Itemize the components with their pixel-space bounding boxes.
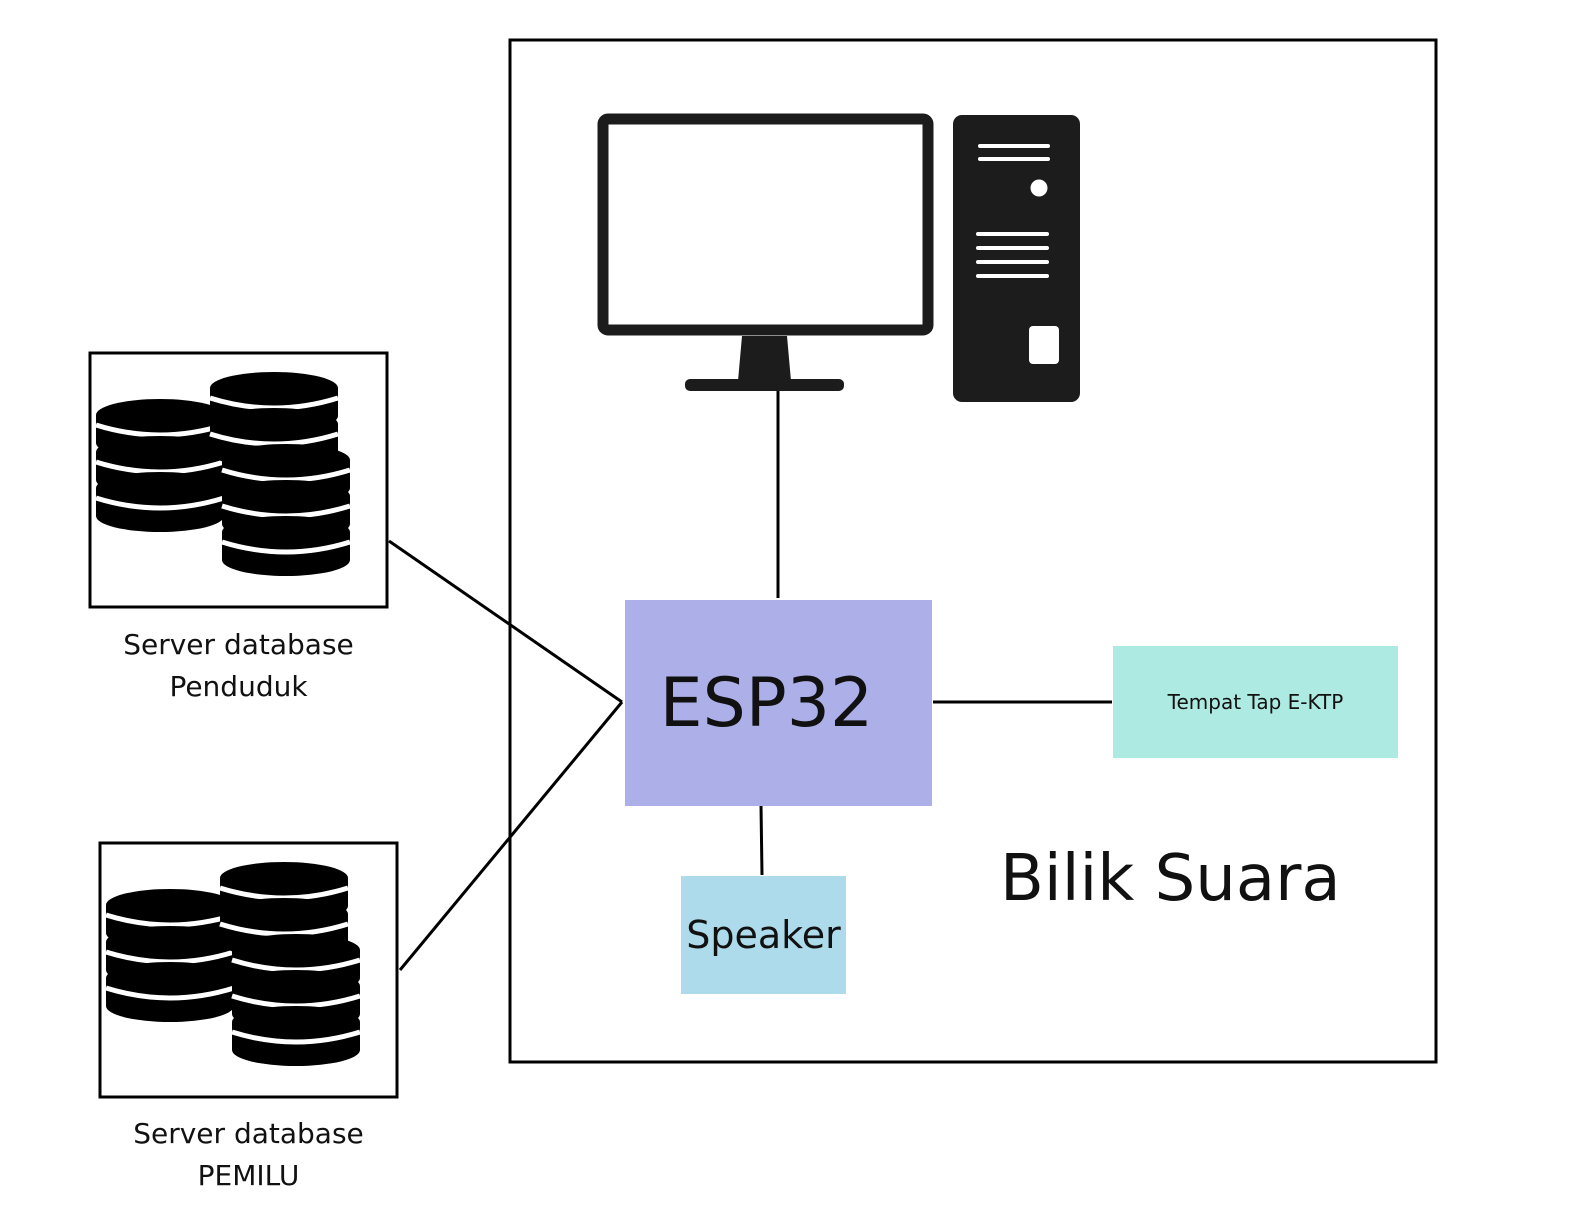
voting-booth-frame xyxy=(508,38,1438,1064)
connector-esp32-speaker xyxy=(759,804,764,876)
server-penduduk-caption-line2: Penduduk xyxy=(169,670,308,703)
computer-tower-icon xyxy=(953,115,1080,402)
database-stack-icon xyxy=(96,372,350,576)
server-penduduk-caption: Server database Penduduk xyxy=(90,624,387,708)
esp32-label: ESP32 xyxy=(659,663,874,743)
speaker-node: Speaker xyxy=(681,876,846,994)
connector-penduduk-esp32 xyxy=(388,539,623,704)
database-stack-icon xyxy=(106,862,360,1066)
connector-pemilu-esp32 xyxy=(398,701,624,971)
server-pemilu-caption: Server database PEMILU xyxy=(100,1113,397,1197)
server-pemilu-caption-line1: Server database xyxy=(133,1117,364,1150)
server-penduduk-caption-line1: Server database xyxy=(123,628,354,661)
speaker-label: Speaker xyxy=(686,913,841,957)
server-pemilu-caption-line2: PEMILU xyxy=(197,1159,300,1192)
server-pemilu-frame xyxy=(98,841,399,1099)
tap-ektp-label: Tempat Tap E-KTP xyxy=(1167,690,1344,714)
booth-label: Bilik Suara xyxy=(1000,842,1341,916)
esp32-node: ESP32 xyxy=(625,600,932,806)
server-penduduk-frame xyxy=(88,351,389,609)
tap-ektp-node: Tempat Tap E-KTP xyxy=(1113,646,1398,758)
connectors xyxy=(388,367,1112,971)
monitor-icon xyxy=(597,113,934,391)
